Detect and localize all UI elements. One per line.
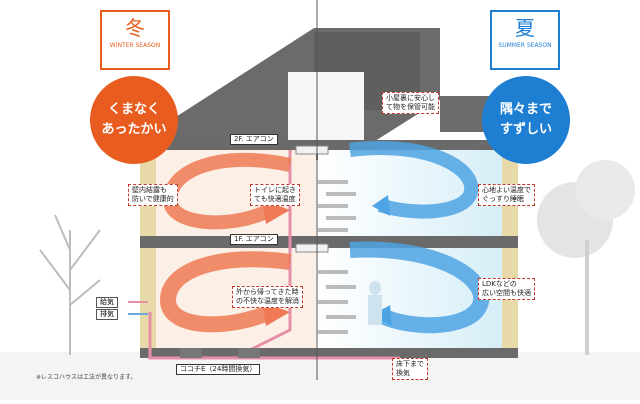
warm-arrowhead-2f — [262, 200, 290, 224]
note-outside: 外から帰ってきた時 の不快な温度を解消 — [232, 286, 303, 308]
winter-badge: 冬 WINTER SEASON — [100, 10, 170, 70]
note-sleep: 心地よい温度で ぐっすり睡眠 — [478, 184, 535, 206]
summer-slogan-line1: 隅々まで — [499, 102, 552, 117]
left-tree-icon — [39, 214, 101, 355]
cool-arrowhead-2f — [372, 195, 390, 216]
note-attic: 小屋裏に安心し て物を保管可能 — [382, 92, 439, 114]
warm-arrowhead-1f — [262, 302, 290, 326]
right-tree-icon — [537, 160, 635, 355]
ac-label-1f: 1F. エアコン — [230, 234, 278, 245]
exhaust-label: 排気 — [96, 309, 118, 320]
attic — [288, 72, 364, 144]
summer-slogan: 隅々まで すずしい — [482, 76, 570, 164]
vent-unit-b — [238, 348, 260, 358]
summer-kanji: 夏 — [515, 16, 535, 40]
ac-unit-2f — [295, 145, 329, 155]
ground — [0, 352, 640, 400]
supply-label: 給気 — [96, 297, 118, 308]
person-icon — [369, 281, 381, 295]
note-ldk: LDKなどの 広い空間も快適 — [478, 278, 535, 300]
ac-label-2f: 2F. エアコン — [230, 134, 278, 145]
person-body — [368, 295, 382, 325]
staircase — [318, 180, 356, 334]
note-toilet: トイレに起き ても快適温度 — [250, 184, 300, 206]
cool-air-arrow-2f — [349, 141, 479, 219]
note-wall: 壁内結露も 防いで健康的 — [128, 184, 178, 206]
cool-air-arrow-1f — [349, 241, 490, 334]
summer-label: SUMMER SEASON — [498, 42, 552, 49]
footnote: ※レスコハウスは工法が異なります。 — [36, 374, 137, 381]
ac-unit-1f — [295, 243, 329, 253]
winter-label: WINTER SEASON — [109, 42, 161, 49]
vent-unit-a — [180, 348, 202, 358]
winter-slogan-line1: くまなく — [107, 102, 160, 117]
summer-slogan-line2: すずしい — [499, 122, 552, 137]
floor-slab-2f — [140, 236, 518, 248]
ceiling-slab — [140, 140, 518, 150]
winter-slogan-line2: あったかい — [101, 122, 167, 137]
floor-slab-1f — [140, 348, 518, 358]
note-underfloor: 床下まで 換気 — [392, 358, 428, 380]
summer-badge: 夏 SUMMER SEASON — [490, 10, 560, 70]
winter-kanji: 冬 — [125, 16, 145, 40]
warm-air-arrow-1f — [159, 251, 292, 333]
ventilation-unit-label: ココチE（24時間換気） — [176, 364, 261, 375]
winter-slogan: くまなく あったかい — [90, 76, 178, 164]
